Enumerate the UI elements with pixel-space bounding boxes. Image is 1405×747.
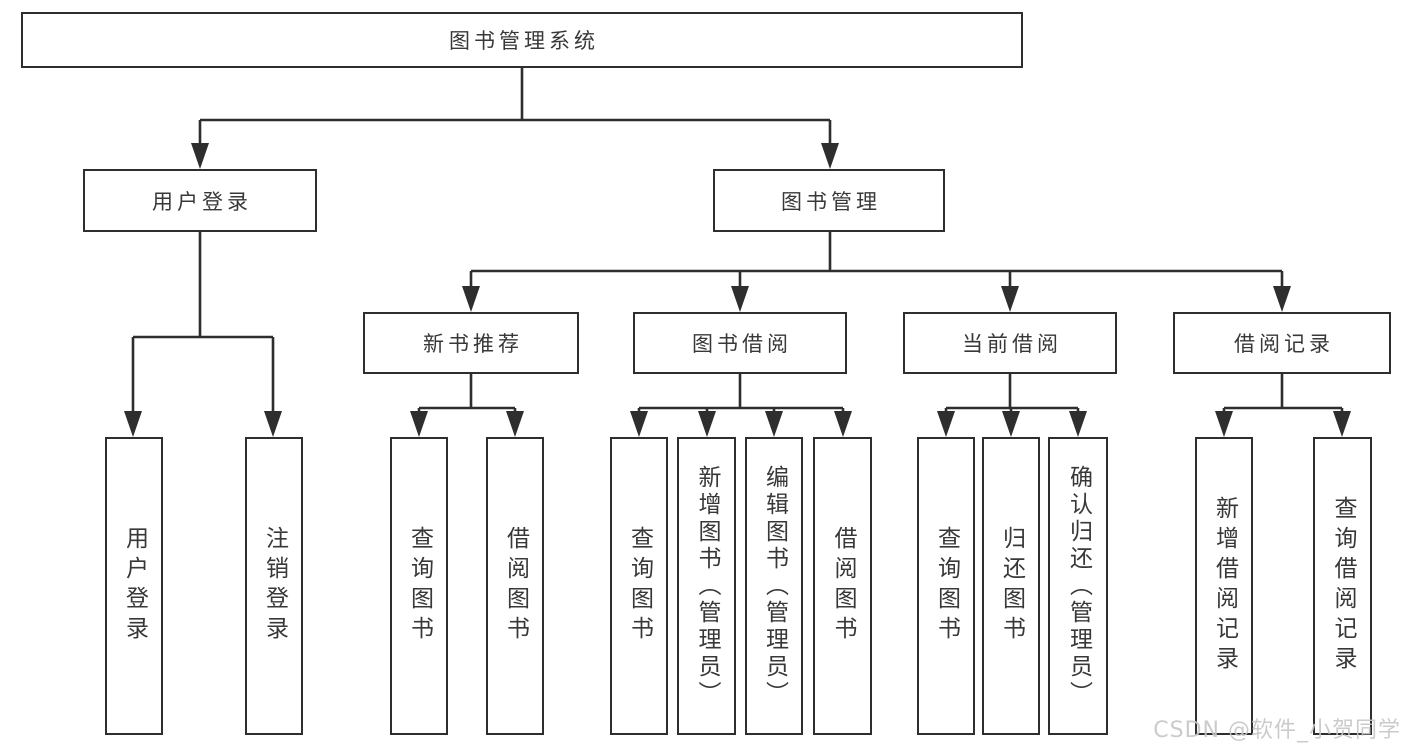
leaf-query-books-current: 查询图书 [917, 437, 975, 735]
node-book-borrowing-label: 图书借阅 [692, 332, 792, 356]
leaf-confirm-return-admin-label: 确认归还（管理员） [1065, 464, 1092, 708]
leaf-user-login: 用户登录 [105, 437, 163, 735]
node-book-management-label: 图书管理 [781, 189, 881, 214]
leaf-query-books-borrowing-label: 查询图书 [626, 526, 653, 646]
leaf-borrow-books-borrowing-label: 借阅图书 [830, 526, 856, 646]
leaf-add-borrow-record: 新增借阅记录 [1195, 437, 1253, 735]
node-new-book-recommend-label: 新书推荐 [423, 332, 523, 356]
leaf-logout-login-label: 注销登录 [261, 526, 288, 646]
node-book-management: 图书管理 [713, 169, 945, 232]
leaf-return-books-label: 归还图书 [998, 526, 1025, 646]
leaf-query-books-current-label: 查询图书 [933, 526, 960, 646]
node-current-borrowing: 当前借阅 [903, 312, 1117, 374]
leaf-return-books: 归还图书 [982, 437, 1040, 735]
watermark: CSDN @软件_小贺同学 [1153, 718, 1401, 743]
node-library-system-label: 图书管理系统 [449, 29, 599, 53]
leaf-edit-books-admin-label: 编辑图书（管理员） [761, 464, 788, 708]
node-user-login-label: 用户登录 [152, 189, 252, 214]
node-current-borrowing-label: 当前借阅 [962, 332, 1062, 356]
leaf-add-books-admin-label: 新增图书（管理员） [694, 464, 720, 708]
leaf-add-books-admin: 新增图书（管理员） [677, 437, 736, 735]
node-borrowing-records-label: 借阅记录 [1234, 332, 1334, 356]
leaf-edit-books-admin: 编辑图书（管理员） [745, 437, 803, 735]
node-library-system: 图书管理系统 [21, 12, 1023, 68]
node-new-book-recommend: 新书推荐 [363, 312, 579, 374]
leaf-query-borrow-record-label: 查询借阅记录 [1330, 496, 1356, 676]
node-user-login: 用户登录 [83, 169, 317, 232]
node-borrowing-records: 借阅记录 [1173, 312, 1391, 374]
leaf-borrow-books-recommend-label: 借阅图书 [502, 526, 529, 646]
leaf-add-borrow-record-label: 新增借阅记录 [1211, 496, 1238, 676]
node-book-borrowing: 图书借阅 [633, 312, 847, 374]
leaf-query-books-recommend: 查询图书 [390, 437, 448, 735]
leaf-borrow-books-borrowing: 借阅图书 [813, 437, 872, 735]
leaf-confirm-return-admin: 确认归还（管理员） [1048, 437, 1108, 735]
leaf-query-books-borrowing: 查询图书 [610, 437, 668, 735]
arrowheads [124, 143, 1351, 437]
leaf-query-borrow-record: 查询借阅记录 [1313, 437, 1372, 735]
leaf-user-login-label: 用户登录 [121, 526, 148, 646]
leaf-query-books-recommend-label: 查询图书 [406, 526, 433, 646]
leaf-logout-login: 注销登录 [245, 437, 303, 735]
leaf-borrow-books-recommend: 借阅图书 [486, 437, 544, 735]
